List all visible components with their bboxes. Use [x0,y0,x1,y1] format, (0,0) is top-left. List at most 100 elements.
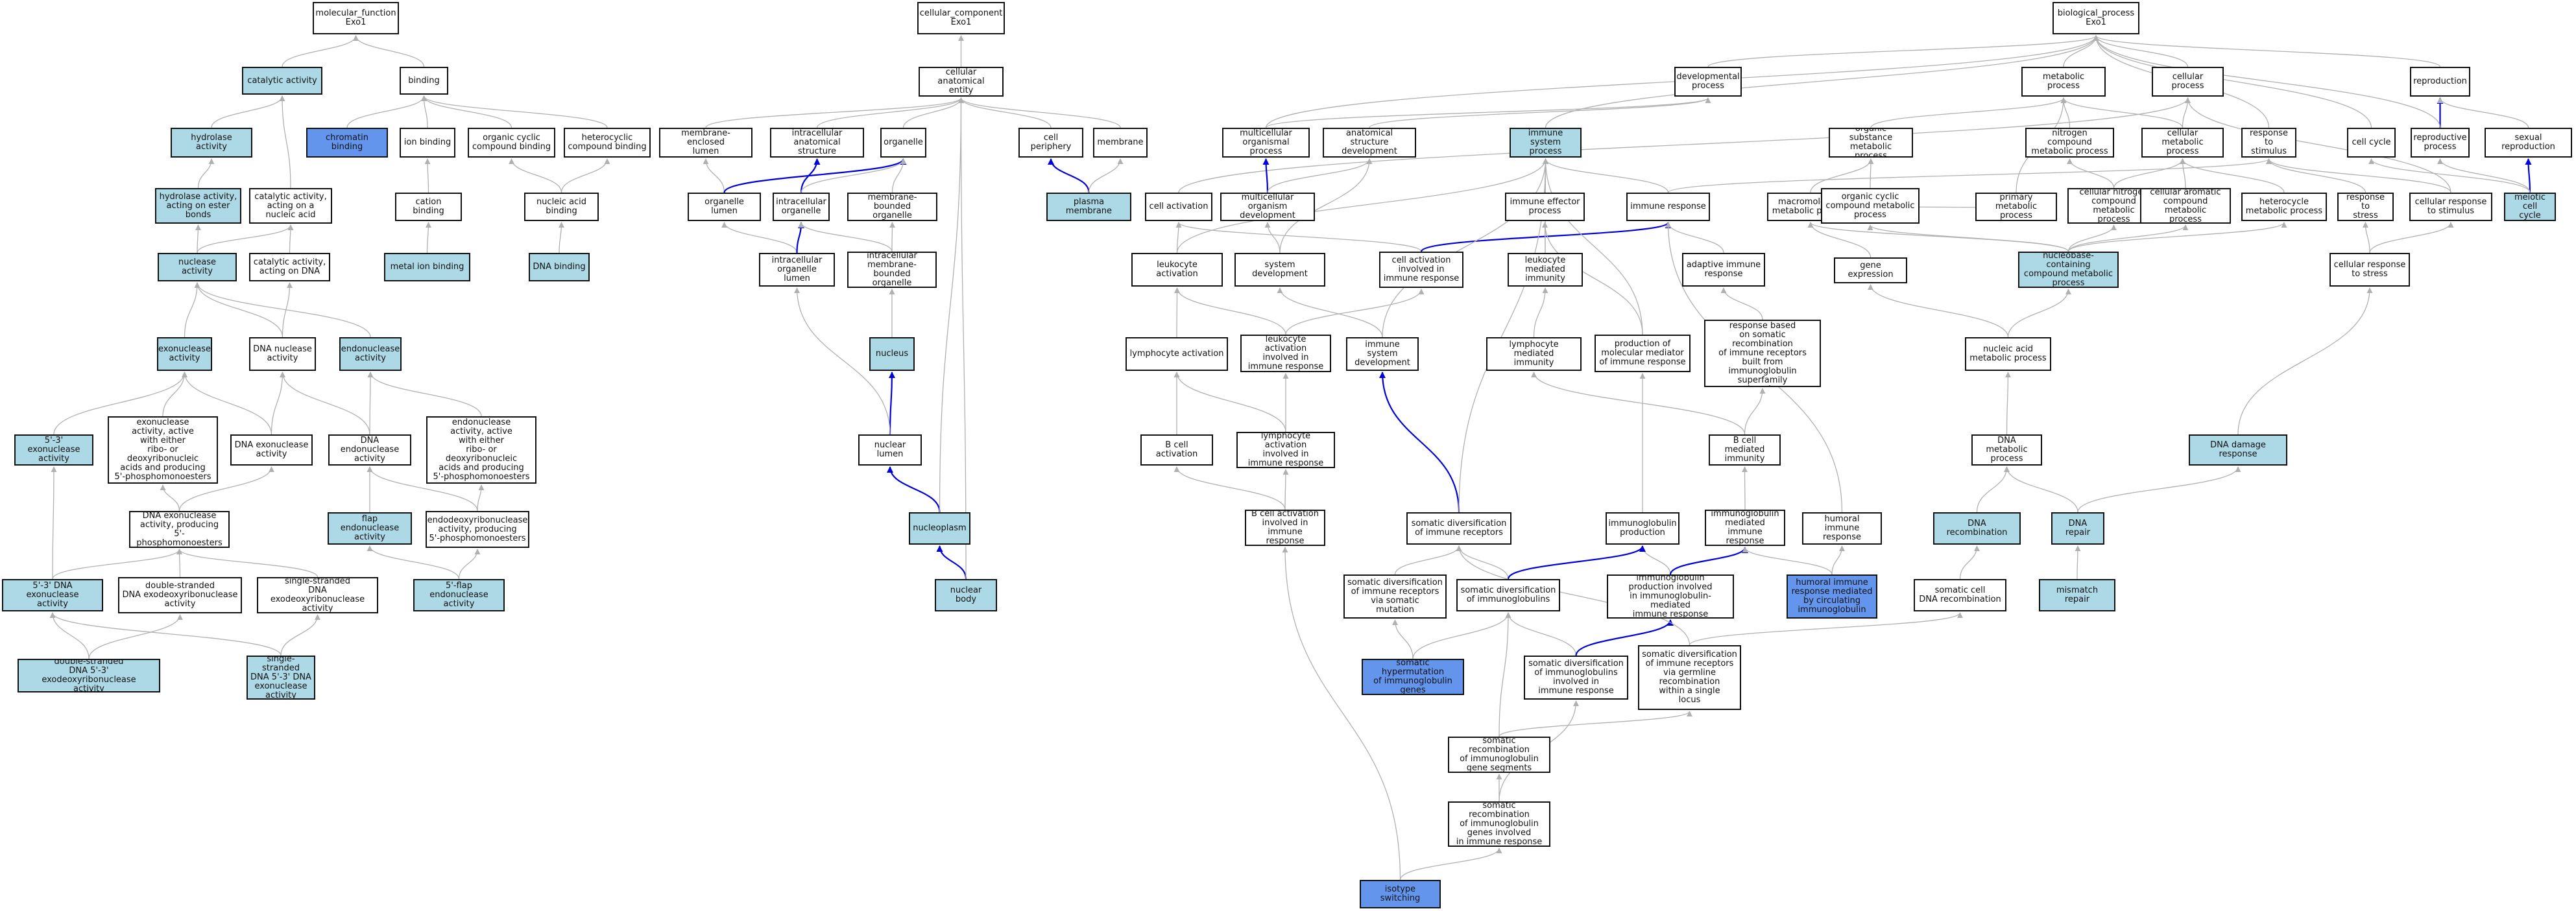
node-organic-cyclic-compound-binding[interactable]: organic cyclic compound binding [468,128,555,158]
node-lymphocyte-activation[interactable]: lymphocyte activation [1125,337,1228,371]
node-reproduction[interactable]: reproduction [2410,67,2470,97]
node-intracellular-organelle[interactable]: intracellular organelle [773,193,830,221]
node-somatic-diversification-immune-receptors[interactable]: somatic diversification of immune recept… [1406,512,1511,545]
node-intracellular-organelle-lumen[interactable]: intracellular organelle lumen [759,253,835,287]
node-organic-substance-metabolic-process[interactable]: organic substance metabolic process [1829,128,1913,158]
node-lymphocyte-mediated-immunity[interactable]: lymphocyte mediated immunity [1486,337,1582,371]
node-molecular-function[interactable]: molecular_function Exo1 [313,2,399,34]
node-ion-binding[interactable]: ion binding [400,128,455,158]
node-membrane-enclosed-lumen[interactable]: membrane-enclosed lumen [659,128,752,158]
node-somatic-diversification-germline-recombination[interactable]: somatic diversification of immune recept… [1638,645,1741,710]
node-ds-dna-exodeoxyribonuclease[interactable]: double-stranded DNA exodeoxyribonuclease… [118,577,242,613]
node-cellular-component[interactable]: cellular_component Exo1 [917,2,1005,34]
node-production-molecular-mediator[interactable]: production of molecular mediator of immu… [1595,335,1691,372]
node-cellular-response-to-stimulus[interactable]: cellular response to stimulus [2409,193,2492,221]
node-endodeoxyribonuclease-activity[interactable]: endodeoxyribonuclease activity, producin… [426,511,529,548]
node-leukocyte-mediated-immunity[interactable]: leukocyte mediated immunity [1508,253,1583,287]
node-organelle[interactable]: organelle [880,128,926,158]
node-exonuclease-activity-5p[interactable]: exonuclease activity, active with either… [108,416,218,484]
node-immune-effector-process[interactable]: immune effector process [1505,193,1585,221]
node-cellular-metabolic-process[interactable]: cellular metabolic process [2141,128,2224,158]
node-primary-metabolic-process[interactable]: primary metabolic process [1975,193,2057,221]
node-mismatch-repair[interactable]: mismatch repair [2039,579,2115,611]
node-cellular-process[interactable]: cellular process [2152,67,2224,97]
node-immunoglobulin-production-immunoglobulin-mediated[interactable]: immunoglobulin production involved in im… [1607,574,1734,619]
node-ss-dna-exodeoxyribonuclease[interactable]: single-stranded DNA exodeoxyribonuclease… [257,577,378,613]
node-catalytic-activity[interactable]: catalytic activity [242,67,322,95]
node-adaptive-immune-response-somatic-recombination[interactable]: adaptive immune response based on somati… [1704,320,1821,387]
node-hydrolase-activity[interactable]: hydrolase activity [171,128,252,158]
node-lymphocyte-activation-immune-response[interactable]: lymphocyte activation involved in immune… [1236,432,1335,468]
node-nuclear-lumen[interactable]: nuclear lumen [858,434,922,466]
node-anatomical-structure-development[interactable]: anatomical structure development [1323,128,1416,158]
node-sexual-reproduction[interactable]: sexual reproduction [2485,128,2572,158]
node-immune-system-development[interactable]: immune system development [1346,337,1419,371]
node-reproductive-process[interactable]: reproductive process [2411,128,2470,158]
node-cation-binding[interactable]: cation binding [395,193,462,221]
node-b-cell-mediated-immunity[interactable]: B cell mediated immunity [1709,434,1781,466]
node-leukocyte-activation-immune-response[interactable]: leukocyte activation involved in immune … [1240,335,1331,372]
node-immunoglobulin-production[interactable]: immunoglobulin production [1606,512,1679,545]
node-b-cell-activation[interactable]: B cell activation [1140,434,1213,466]
node-system-development[interactable]: system development [1234,253,1325,287]
node-exonuclease-activity[interactable]: exonuclease activity [157,337,212,371]
node-nitrogen-compound-metabolic-process[interactable]: nitrogen compound metabolic process [2025,128,2114,158]
node-leukocyte-activation[interactable]: leukocyte activation [1131,253,1223,287]
node-dna-damage-response[interactable]: DNA damage response [2189,434,2287,466]
node-organelle-lumen[interactable]: organelle lumen [688,193,761,221]
node-hydrolase-activity-ester-bonds[interactable]: hydrolase activity, acting on ester bond… [155,188,241,224]
node-humoral-immune-response-circulating-immunoglobulin[interactable]: humoral immune response mediated by circ… [1787,574,1877,619]
node-cellular-response-to-stress[interactable]: cellular response to stress [2329,253,2410,287]
node-dna-nuclease-activity[interactable]: DNA nuclease activity [249,337,316,371]
node-nuclease-activity[interactable]: nuclease activity [158,253,237,281]
node-nucleic-acid-metabolic-process[interactable]: nucleic acid metabolic process [1965,337,2051,371]
node-chromatin-binding[interactable]: chromatin binding [306,128,388,158]
node-catalytic-activity-nucleic-acid[interactable]: catalytic activity, acting on a nucleic … [249,188,332,224]
node-somatic-recombination-immunoglobulin-gene-segments[interactable]: somatic recombination of immunoglobulin … [1448,737,1550,773]
node-5-3-dna-exonuclease-activity[interactable]: 5'-3' DNA exonuclease activity [2,579,103,611]
node-dna-metabolic-process[interactable]: DNA metabolic process [1971,434,2042,466]
node-isotype-switching[interactable]: isotype switching [1360,880,1441,908]
node-binding[interactable]: binding [400,67,448,95]
node-metal-ion-binding[interactable]: metal ion binding [384,253,470,281]
node-adaptive-immune-response[interactable]: adaptive immune response [1682,253,1765,287]
node-organic-cyclic-compound-metabolic-process[interactable]: organic cyclic compound metabolic proces… [1821,188,1920,224]
node-dna-recombination[interactable]: DNA recombination [1933,512,2021,545]
node-heterocyclic-compound-binding[interactable]: heterocyclic compound binding [564,128,651,158]
node-endonuclease-activity-5p[interactable]: endonuclease activity, active with eithe… [426,416,536,484]
node-5-flap-endonuclease-activity[interactable]: 5'-flap endonuclease activity [413,579,505,611]
node-metabolic-process[interactable]: metabolic process [2021,67,2106,97]
node-dna-exonuclease-activity[interactable]: DNA exonuclease activity [230,434,313,466]
node-cellular-anatomical-entity[interactable]: cellular anatomical entity [919,67,1004,97]
node-endonuclease-activity[interactable]: endonuclease activity [339,337,402,371]
node-immune-response[interactable]: immune response [1626,193,1710,221]
node-cell-cycle[interactable]: cell cycle [2347,128,2396,158]
node-5-3-exonuclease-activity[interactable]: 5'-3' exonuclease activity [14,434,93,466]
node-biological-process[interactable]: biological_process Exo1 [2052,2,2139,34]
node-humoral-immune-response[interactable]: humoral immune response [1802,512,1882,545]
node-dna-repair[interactable]: DNA repair [2051,512,2104,545]
node-somatic-recombination-immunoglobulin-genes-immune-response[interactable]: somatic recombination of immunoglobulin … [1448,801,1550,847]
node-b-cell-activation-immune-response[interactable]: B cell activation involved in immune res… [1245,510,1325,546]
node-nucleoplasm[interactable]: nucleoplasm [909,512,970,545]
node-dna-endonuclease-activity[interactable]: DNA endonuclease activity [328,434,411,466]
node-intracellular-anatomical-structure[interactable]: intracellular anatomical structure [770,128,864,158]
node-somatic-hypermutation-immunoglobulin-genes[interactable]: somatic hypermutation of immunoglobulin … [1362,659,1464,695]
node-response-to-stimulus[interactable]: response to stimulus [2241,128,2296,158]
node-somatic-diversification-immunoglobulins[interactable]: somatic diversification of immunoglobuli… [1456,579,1560,611]
node-membrane-bounded-organelle[interactable]: membrane-bounded organelle [847,193,937,221]
node-nucleic-acid-binding[interactable]: nucleic acid binding [524,193,599,221]
node-dna-exonuclease-5p[interactable]: DNA exonuclease activity, producing 5'-p… [129,511,230,548]
node-immune-system-process[interactable]: immune system process [1510,128,1582,158]
node-nuclear-body[interactable]: nuclear body [935,579,997,611]
node-meiotic-cell-cycle[interactable]: meiotic cell cycle [2504,193,2556,221]
node-cell-activation-immune-response[interactable]: cell activation involved in immune respo… [1379,252,1463,288]
node-developmental-process[interactable]: developmental process [1674,67,1742,97]
node-nucleobase-containing-compound-metabolic-process[interactable]: nucleobase-containing compound metabolic… [2018,252,2119,288]
node-catalytic-activity-dna[interactable]: catalytic activity, acting on DNA [249,253,330,281]
node-immunoglobulin-mediated-immune-response[interactable]: immunoglobulin mediated immune response [1705,510,1785,546]
node-response-to-stress[interactable]: response to stress [2337,193,2394,221]
node-cell-activation[interactable]: cell activation [1145,193,1212,221]
node-dna-binding[interactable]: DNA binding [529,253,590,281]
node-gene-expression[interactable]: gene expression [1834,257,1907,283]
